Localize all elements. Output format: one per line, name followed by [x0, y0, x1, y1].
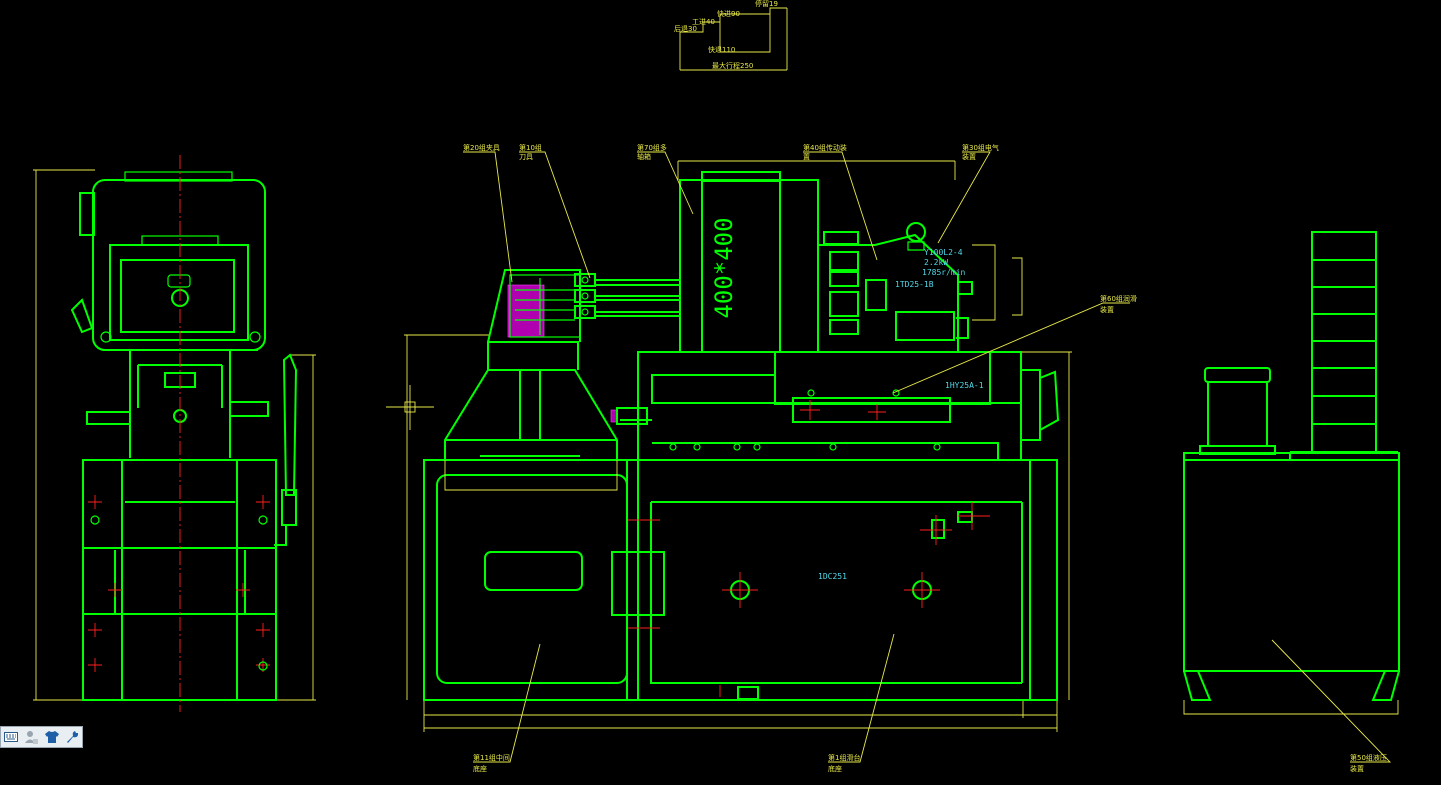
leader-l1-line1: 第20组夹具: [463, 143, 500, 152]
motor-spec-3: 1785r/min: [922, 268, 966, 277]
cycle-label-a: 快进90: [717, 9, 740, 18]
leader-l3-line1: 第70组多: [637, 143, 667, 152]
cycle-label-f: 停留19: [755, 0, 778, 8]
leader-labels: 第20组夹具 第10组 刀具 第70组多 轴箱 第40组传动装 置 第30组电气…: [463, 143, 1387, 773]
motor-model-label: 1TD25-1B: [895, 280, 934, 289]
leader-l8-line2: 底座: [828, 764, 842, 773]
leader-l7-line1: 第11组中间: [473, 753, 510, 762]
left-side-view: [33, 155, 316, 712]
leader-l2-line2: 刀具: [519, 153, 533, 161]
user-icon[interactable]: [22, 728, 40, 746]
keyboard-icon[interactable]: [2, 728, 20, 746]
leader-l5-line1: 第30组电气: [962, 143, 999, 152]
leader-l7-line2: 底座: [473, 764, 487, 773]
cycle-label-d: 快退110: [708, 45, 735, 54]
wrench-icon[interactable]: [63, 728, 81, 746]
front-view: 400*400 1TD25-1B Y100L2-4 2.2kW 1785r/mi…: [386, 160, 1072, 732]
cycle-label-c: 后退30: [674, 24, 697, 33]
leader-l6-line1: 第60组润滑: [1100, 294, 1137, 303]
leader-lines: [463, 151, 1392, 763]
motor-spec-1: Y100L2-4: [924, 248, 963, 257]
left-red-crosses: [88, 495, 270, 672]
leader-l6-line2: 装置: [1100, 305, 1114, 314]
head-size-label: 400*400: [710, 217, 738, 318]
shirt-icon[interactable]: [43, 728, 61, 746]
leader-l2-line1: 第10组: [519, 143, 542, 152]
leader-l9-line2: 装置: [1350, 764, 1364, 773]
hydraulic-unit-view: [1183, 231, 1400, 715]
slide-table-model: 1HY25A-1: [945, 381, 984, 390]
cycle-diagram: 快进90 工进40 后退30 快退110 最大行程250 停留19: [674, 0, 788, 71]
tool-spindles: [574, 273, 680, 319]
leader-l4-line1: 第40组传动装: [803, 143, 847, 152]
leader-l8-line1: 第1组滑台: [828, 753, 860, 762]
front-bolt-marks: [669, 389, 941, 451]
leader-l9-line1: 第50组液压: [1350, 753, 1387, 762]
cycle-label-b: 工进40: [692, 18, 715, 26]
front-red-crosses: [628, 400, 990, 697]
cycle-label-e: 最大行程250: [712, 61, 753, 70]
motor-spec-2: 2.2kW: [924, 258, 948, 267]
leader-l5-line2: 装置: [962, 152, 976, 161]
base-model-label: 1DC251: [818, 572, 847, 581]
leader-l4-line2: 置: [803, 153, 810, 161]
leader-l3-line2: 轴箱: [637, 152, 651, 161]
input-toolbar: [0, 726, 83, 748]
